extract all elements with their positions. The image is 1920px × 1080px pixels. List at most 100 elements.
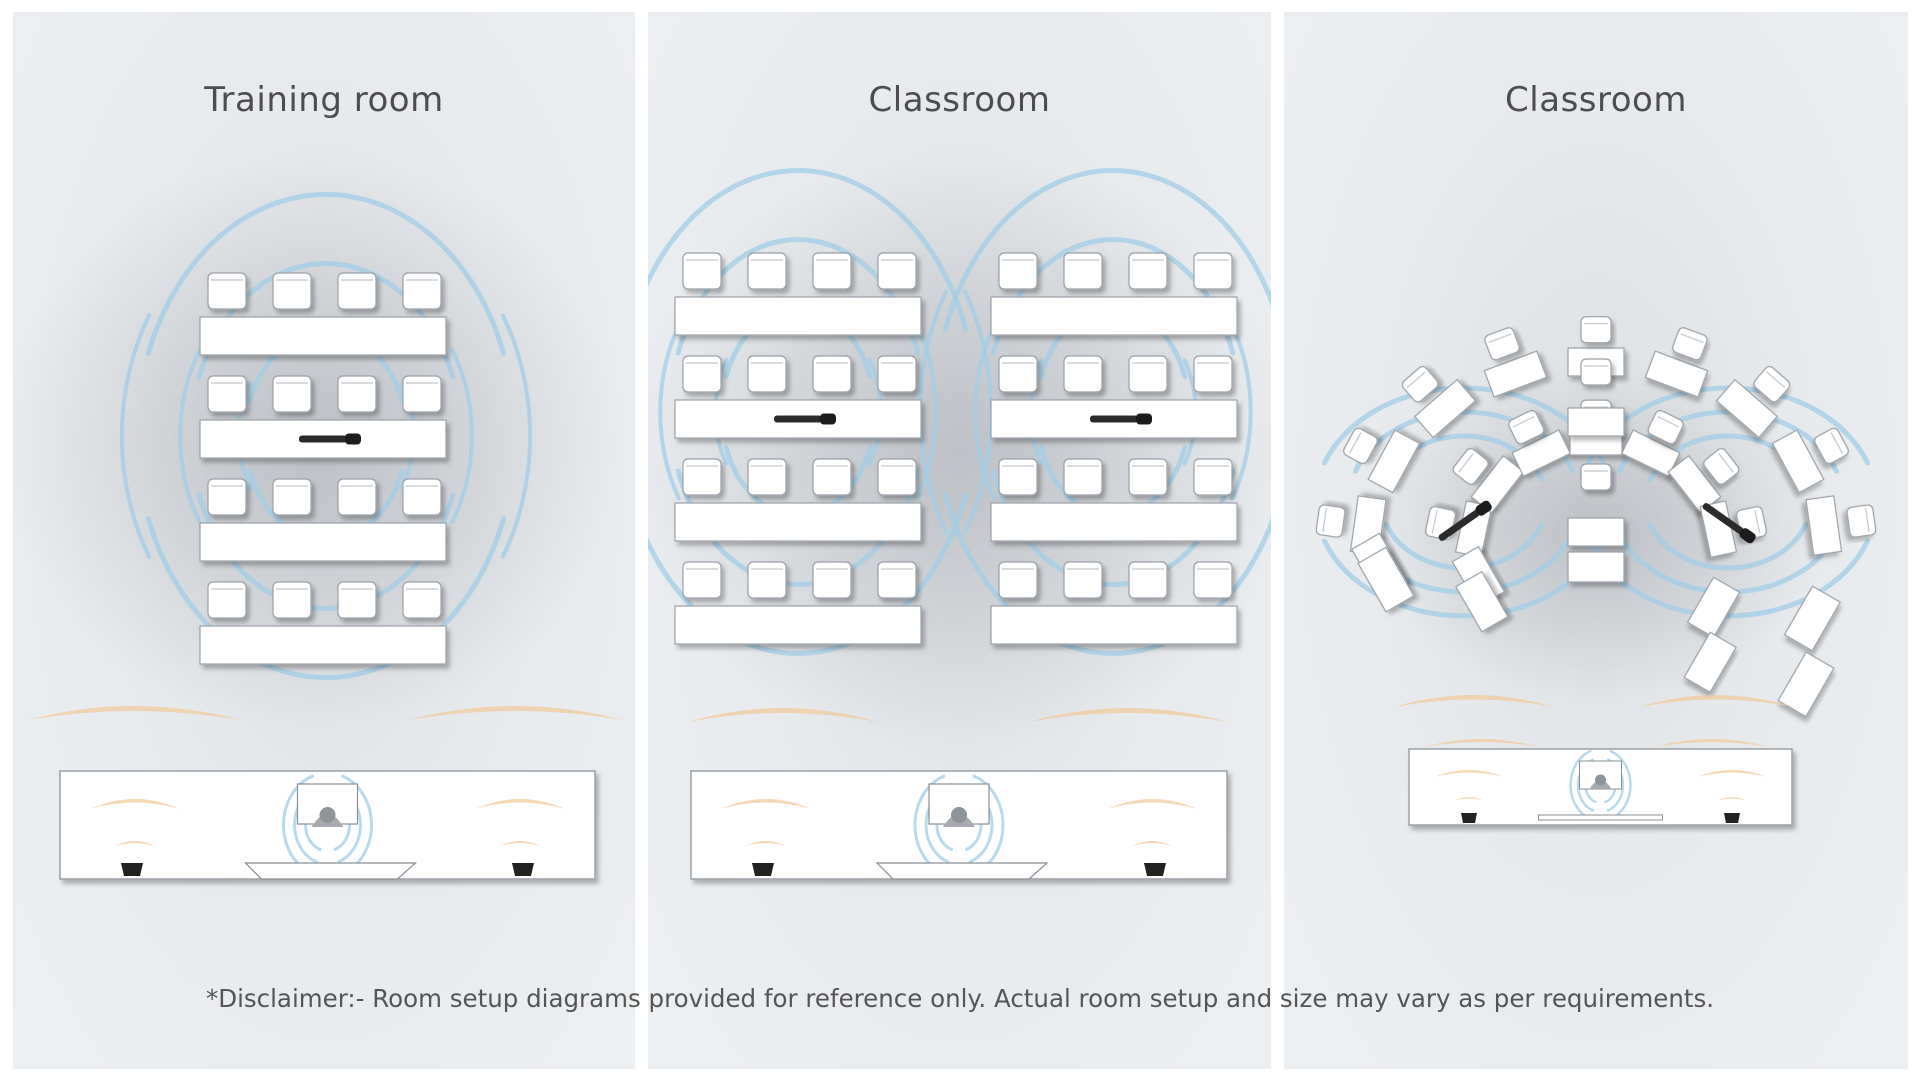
microphone-body <box>774 415 822 423</box>
chair-seat <box>337 375 377 413</box>
chair-icon <box>682 458 722 496</box>
chair-seat <box>877 355 917 393</box>
speaker-icon <box>1144 863 1166 876</box>
microphone-head <box>1136 413 1152 425</box>
chair-seat <box>747 561 787 599</box>
chair-icon <box>1343 427 1378 465</box>
chair-icon <box>1484 327 1520 361</box>
desk-icon <box>1686 576 1741 639</box>
desk-top <box>674 605 922 645</box>
desk-icon <box>990 296 1238 336</box>
microphone-icon <box>299 433 361 445</box>
chair-icon <box>682 561 722 599</box>
chair-icon <box>747 252 787 290</box>
chair-seat <box>272 375 312 413</box>
chair-seat <box>1128 355 1168 393</box>
chair-icon <box>1672 327 1708 361</box>
chair-back <box>1766 371 1786 389</box>
panel-title: Classroom <box>1505 80 1687 120</box>
chair-seat <box>998 458 1038 496</box>
chair-back <box>1718 452 1734 473</box>
presenter-head <box>1595 774 1606 786</box>
chair-seat <box>1063 561 1103 599</box>
microphone-body <box>299 435 347 443</box>
chair-icon <box>1315 504 1346 538</box>
desk-icon <box>674 605 922 645</box>
chair-icon <box>272 478 312 516</box>
desk-icon <box>990 605 1238 645</box>
speaker-arc <box>721 799 811 809</box>
speaker-icon <box>752 863 774 876</box>
chair-back <box>1680 333 1704 343</box>
chair-seat <box>1580 358 1612 386</box>
desk-top <box>1567 407 1625 437</box>
chair-seat <box>1128 561 1168 599</box>
speaker-arc <box>1454 797 1484 801</box>
chair-seat <box>207 581 247 619</box>
chair-seat <box>1484 327 1520 361</box>
chair-seat <box>1193 458 1233 496</box>
pickup-arc <box>178 347 202 525</box>
desk-top <box>674 502 922 542</box>
desk-icon <box>674 296 922 336</box>
chair-seat <box>682 458 722 496</box>
chair-seat <box>1508 409 1545 445</box>
chair-seat <box>1753 366 1791 403</box>
desk-icon <box>1777 651 1835 718</box>
presenter-desk <box>1538 814 1663 821</box>
chair-icon <box>1128 561 1168 599</box>
chair-seat <box>998 355 1038 393</box>
chair-icon <box>1063 561 1103 599</box>
chair-seat <box>1703 448 1740 485</box>
chair-icon <box>1753 366 1791 403</box>
speaker-arc <box>500 841 540 846</box>
desk-icon <box>1455 570 1509 633</box>
desk-icon <box>1567 551 1625 583</box>
chair-seat <box>272 272 312 310</box>
desk-icon <box>1367 429 1421 494</box>
desk-top <box>990 605 1238 645</box>
chair-icon <box>1128 458 1168 496</box>
classroom-rows-diagram <box>648 152 1271 880</box>
panel-classroom-ushape: Classroom <box>1284 12 1908 1069</box>
pickup-arc <box>1230 323 1253 501</box>
chair-icon <box>998 252 1038 290</box>
podium-stage <box>690 770 1228 880</box>
chair-seat <box>1063 355 1103 393</box>
chair-seat <box>402 272 442 310</box>
chair-icon <box>998 355 1038 393</box>
chair-icon <box>877 561 917 599</box>
chair-icon <box>1193 458 1233 496</box>
speaker-arc <box>1394 695 1554 707</box>
chair-icon <box>682 355 722 393</box>
microphone-head <box>1739 528 1756 544</box>
desk-top <box>1715 378 1779 439</box>
pickup-arc <box>973 323 996 501</box>
chair-icon <box>1452 448 1489 485</box>
speaker-arc <box>746 841 786 846</box>
chair-seat <box>1063 458 1103 496</box>
chair-icon <box>207 478 247 516</box>
chair-icon <box>207 581 247 619</box>
chair-icon <box>337 478 377 516</box>
desk-icon <box>1783 585 1842 652</box>
chair-seat <box>272 478 312 516</box>
speaker-arc <box>1132 841 1172 846</box>
pickup-arc <box>658 323 681 501</box>
panel-title: Classroom <box>868 80 1051 120</box>
speaker-arc <box>688 708 878 722</box>
pickup-arc <box>648 492 969 656</box>
chair-icon <box>812 355 852 393</box>
pickup-arc <box>942 492 1271 656</box>
desk-icon <box>1511 429 1572 478</box>
speaker-icon <box>512 863 534 876</box>
desk-icon <box>1805 495 1843 556</box>
chair-icon <box>1508 409 1545 445</box>
chair-seat <box>747 252 787 290</box>
desk-top <box>1567 517 1625 547</box>
chair-icon <box>207 272 247 310</box>
pickup-arc <box>942 168 1271 332</box>
chair-icon <box>272 272 312 310</box>
desk-icon <box>674 502 922 542</box>
chair-seat <box>1128 252 1168 290</box>
